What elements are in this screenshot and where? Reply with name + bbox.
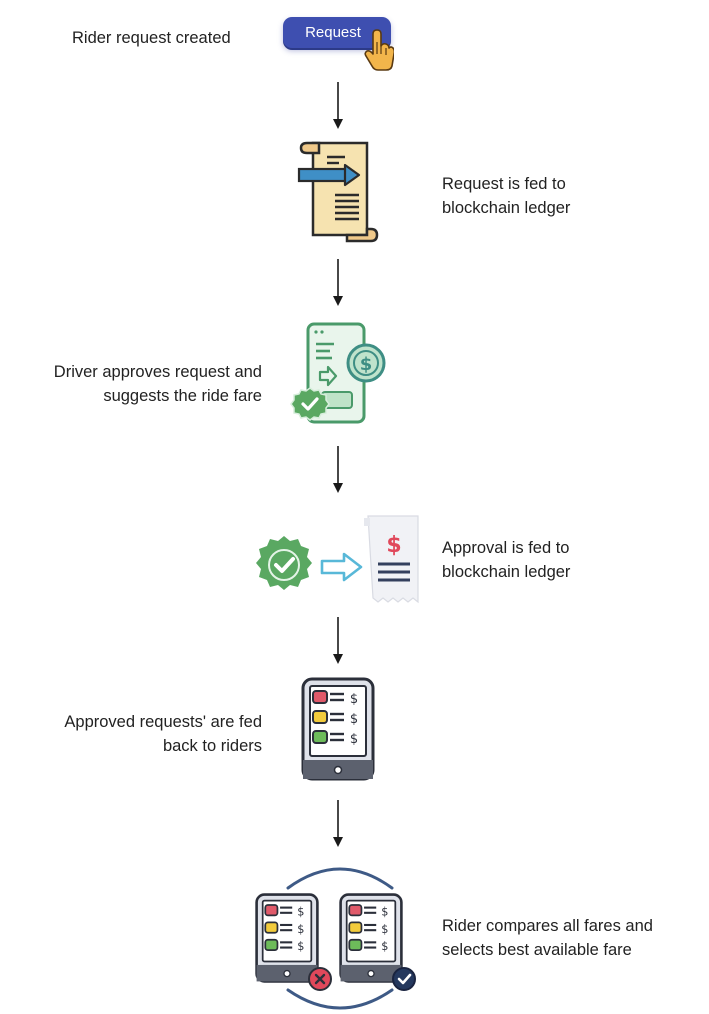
tablet-fare-list-icon-right: $ $ $ <box>339 893 403 983</box>
left-fare-dollar-3: $ <box>297 940 304 953</box>
flow-arrow-2 <box>333 259 343 306</box>
left-fare-dollar-1: $ <box>297 905 304 918</box>
flow-arrow-5 <box>333 800 343 847</box>
step-4-label: Approval is fed to blockchain ledger <box>442 536 570 584</box>
fare-dollar-3: $ <box>350 732 358 747</box>
step-4-line-2: blockchain ledger <box>442 563 571 581</box>
right-fare-dollar-3: $ <box>381 940 388 953</box>
step-5-line-2: back to riders <box>162 737 262 755</box>
step-6-label: Rider compares all fares and selects bes… <box>442 914 653 962</box>
fare-dollar-2: $ <box>350 712 358 727</box>
step-5-line-1: Approved requests' are fed <box>64 713 262 731</box>
tablet-fare-list-icon-left: $ $ $ <box>255 893 319 983</box>
check-badge-icon <box>256 536 312 590</box>
step-3-label: Driver approves request and suggests the… <box>0 360 262 408</box>
hand-pointer-icon <box>364 29 394 71</box>
scroll-document-icon <box>297 141 379 243</box>
check-circle-icon <box>392 967 416 991</box>
step-2-line-1: Request is fed to <box>442 175 566 193</box>
x-circle-icon <box>308 967 332 991</box>
step-3-line-2: suggests the ride fare <box>103 387 262 405</box>
svg-text:$: $ <box>360 354 373 375</box>
right-fare-dollar-2: $ <box>381 923 388 936</box>
step-2-label: Request is fed to blockchain ledger <box>442 172 570 220</box>
step-1-line-1: Rider request created <box>72 29 231 47</box>
receipt-dollar-icon: $ <box>364 515 419 604</box>
svg-text:$: $ <box>386 533 401 558</box>
step-4-line-1: Approval is fed to <box>442 539 570 557</box>
tablet-fare-list-icon: $ $ $ <box>301 677 375 781</box>
step-6-line-1: Rider compares all fares and <box>442 917 653 935</box>
request-button-label: Request <box>305 24 361 41</box>
compare-arcs <box>286 867 394 1010</box>
step-3-line-1: Driver approves request and <box>53 363 262 381</box>
step-2-line-2: blockchain ledger <box>442 199 571 217</box>
right-fare-dollar-1: $ <box>381 905 388 918</box>
flow-arrow-1 <box>333 82 343 129</box>
flow-arrow-4 <box>333 617 343 664</box>
hollow-arrow-right-icon <box>320 552 363 582</box>
fare-dollar-1: $ <box>350 692 358 707</box>
left-fare-dollar-2: $ <box>297 923 304 936</box>
step-5-label: Approved requests' are fed back to rider… <box>0 710 262 758</box>
step-1-label: Rider request created <box>72 26 231 50</box>
invoice-dollar-icon: $ <box>290 322 386 424</box>
step-6-line-2: selects best available fare <box>442 941 632 959</box>
flow-arrow-3 <box>333 446 343 493</box>
